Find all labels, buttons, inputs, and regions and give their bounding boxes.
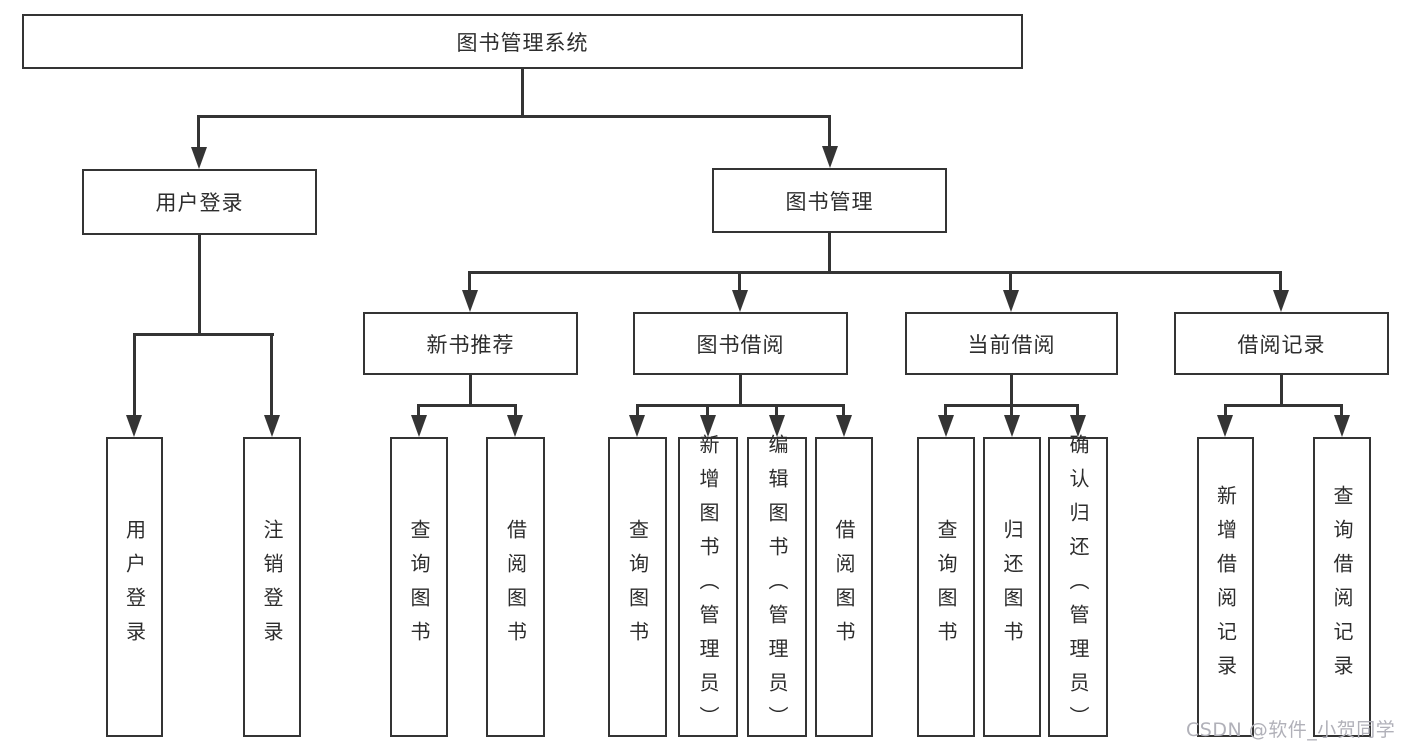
node-current-borrowing: 当前借阅 — [905, 312, 1118, 375]
leaf-label: 新增借阅记录 — [1213, 485, 1238, 689]
leaf-borrow-books-recommend: 借阅图书 — [486, 437, 545, 737]
leaf-label: 确认归还（管理员） — [1066, 434, 1090, 740]
connector-hline — [636, 404, 845, 407]
connector-vline — [1010, 404, 1013, 418]
leaf-label: 查询借阅记录 — [1330, 485, 1354, 689]
leaf-label: 注销登录 — [260, 519, 284, 655]
arrow-down-icon — [411, 415, 427, 437]
connector-vline — [636, 404, 639, 418]
connector-vline — [775, 404, 778, 418]
leaf-label: 编辑图书（管理员） — [765, 434, 789, 740]
arrow-down-icon — [191, 147, 207, 169]
connector-vline — [270, 333, 273, 417]
connector-vline — [133, 333, 136, 417]
leaf-return-books: 归还图书 — [983, 437, 1041, 737]
connector-vline — [197, 115, 200, 149]
leaf-logout: 注销登录 — [243, 437, 301, 737]
connector-hline — [1224, 404, 1343, 407]
arrow-down-icon — [1003, 290, 1019, 312]
arrow-down-icon — [822, 146, 838, 168]
leaf-add-borrow-record: 新增借阅记录 — [1197, 437, 1254, 737]
leaf-label: 查询图书 — [934, 519, 958, 655]
arrow-down-icon — [732, 290, 748, 312]
arrow-down-icon — [126, 415, 142, 437]
leaf-label: 查询图书 — [407, 519, 431, 655]
connector-vline — [842, 404, 845, 418]
csdn-watermark: CSDN @软件_小贺同学 — [1186, 719, 1396, 741]
arrow-down-icon — [1217, 415, 1233, 437]
arrow-down-icon — [1070, 415, 1086, 437]
leaf-label: 借阅图书 — [832, 519, 856, 655]
leaf-borrow-books: 借阅图书 — [815, 437, 873, 737]
connector-vline — [1076, 404, 1079, 418]
arrow-down-icon — [264, 415, 280, 437]
connector-vline — [469, 375, 472, 406]
arrow-down-icon — [769, 415, 785, 437]
connector-vline — [739, 375, 742, 406]
connector-vline — [417, 404, 420, 418]
node-book-borrowing: 图书借阅 — [633, 312, 848, 375]
leaf-user-login: 用户登录 — [106, 437, 163, 737]
connector-vline — [1280, 375, 1283, 406]
leaf-label: 归还图书 — [1000, 519, 1024, 655]
connector-vline — [514, 404, 517, 418]
leaf-edit-books-admin: 编辑图书（管理员） — [747, 434, 807, 740]
leaf-query-borrow-record: 查询借阅记录 — [1313, 437, 1371, 737]
connector-vline — [828, 233, 831, 273]
leaf-query-books-borrow: 查询图书 — [608, 437, 667, 737]
arrow-down-icon — [700, 415, 716, 437]
connector-vline — [706, 404, 709, 418]
leaf-add-books-admin: 新增图书（管理员） — [678, 434, 738, 740]
connector-vline — [1009, 271, 1012, 293]
node-user-login: 用户登录 — [82, 169, 317, 235]
leaf-label: 查询图书 — [625, 519, 650, 655]
leaf-query-books-current: 查询图书 — [917, 437, 975, 737]
leaf-query-books-recommend: 查询图书 — [390, 437, 448, 737]
node-new-book-recommendation: 新书推荐 — [363, 312, 578, 375]
connector-vline — [468, 271, 471, 293]
connector-hline — [468, 271, 1282, 274]
connector-hline — [417, 404, 517, 407]
connector-hline — [133, 333, 274, 336]
connector-vline — [828, 115, 831, 148]
connector-vline — [944, 404, 947, 418]
arrow-down-icon — [629, 415, 645, 437]
node-borrowing-records: 借阅记录 — [1174, 312, 1389, 375]
connector-vline — [1010, 375, 1013, 406]
connector-hline — [197, 115, 831, 118]
connector-vline — [1279, 271, 1282, 293]
connector-vline — [521, 69, 524, 117]
connector-vline — [1224, 404, 1227, 418]
arrow-down-icon — [836, 415, 852, 437]
leaf-label: 用户登录 — [122, 519, 147, 655]
leaf-confirm-return-admin: 确认归还（管理员） — [1048, 434, 1108, 740]
arrow-down-icon — [1334, 415, 1350, 437]
arrow-down-icon — [938, 415, 954, 437]
leaf-label: 新增图书（管理员） — [696, 434, 720, 740]
node-book-management: 图书管理 — [712, 168, 947, 233]
node-library-management-system: 图书管理系统 — [22, 14, 1023, 69]
arrow-down-icon — [1004, 415, 1020, 437]
arrow-down-icon — [507, 415, 523, 437]
arrow-down-icon — [462, 290, 478, 312]
connector-vline — [1340, 404, 1343, 418]
leaf-label: 借阅图书 — [503, 519, 528, 655]
arrow-down-icon — [1273, 290, 1289, 312]
connector-vline — [198, 235, 201, 335]
connector-vline — [738, 271, 741, 293]
